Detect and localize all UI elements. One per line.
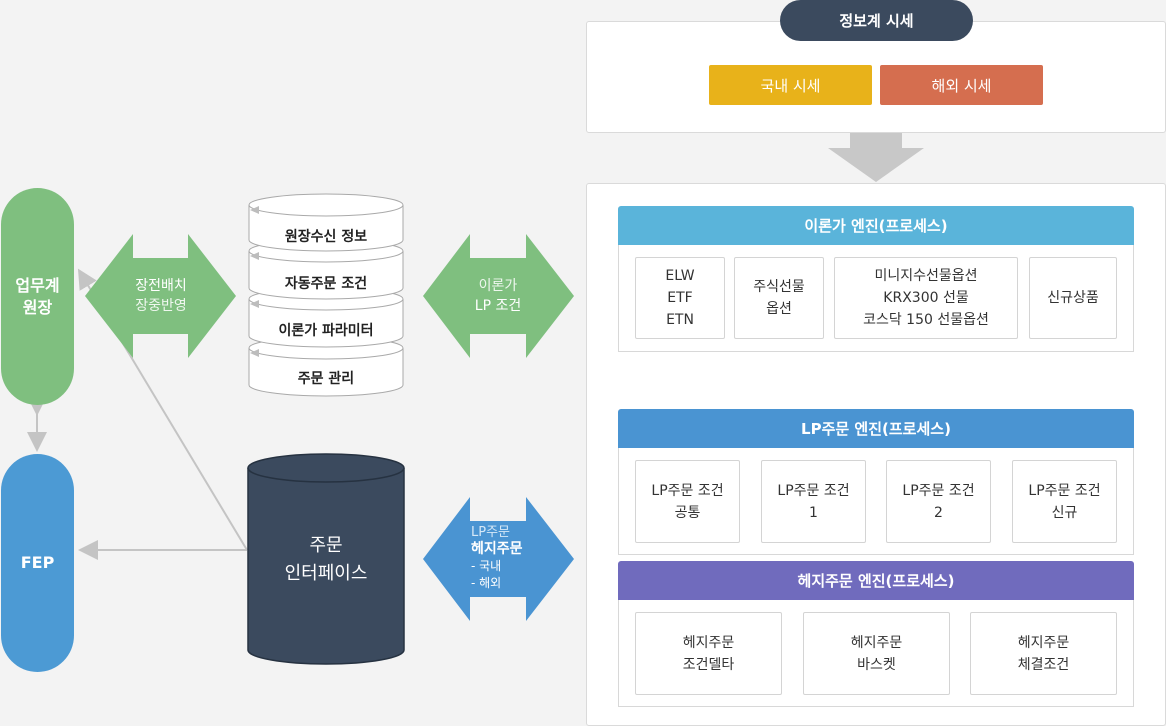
theory-box-index: 미니지수선물옵션 KRX300 선물 코스닥 150 선물옵션 [834, 257, 1018, 339]
lp-box-new-line-2: 신규 [1051, 504, 1078, 521]
fep-label: FEP [20, 553, 55, 572]
domestic-quote-box: 국내 시세 [709, 65, 872, 105]
theory-label-1: 이론가 [478, 278, 518, 294]
sync-label-1: 장전배치 [135, 278, 187, 294]
theory-box-index-line-1: 미니지수선물옵션 [874, 268, 978, 284]
theory-box-new-line-1: 신규상품 [1047, 290, 1099, 306]
lp-box-common-line-1: LP주문 조건 [651, 482, 724, 499]
info-system-title: 정보계 시세 [780, 0, 973, 41]
theory-box-stock-line-2: 옵션 [766, 301, 792, 317]
sync-arrow-label: 장전배치 장중반영 [122, 272, 200, 320]
work-desk-label-1: 업무계 [15, 275, 60, 295]
order-label-2: 헤지주문 [471, 541, 523, 557]
theory-box-elw: ELW ETF ETN [635, 257, 725, 339]
hedge-box-basket-line-2: 바스켓 [857, 656, 896, 673]
hedge-box-basket-line-1: 헤지주문 [850, 634, 903, 651]
overseas-quote-box: 해외 시세 [880, 65, 1043, 105]
down-arrow-1 [828, 133, 924, 182]
theory-box-index-line-2: KRX300 선물 [883, 290, 969, 306]
work-desk-label-2: 원장 [22, 297, 53, 317]
sync-double-arrow [85, 234, 236, 358]
order-double-arrow [423, 497, 574, 621]
hedge-box-basket: 헤지주문 바스켓 [803, 612, 950, 695]
db-item-1: 원장수신 정보 [284, 229, 368, 245]
order-interface-label-1: 주문 [309, 535, 343, 556]
order-label-4: - 해외 [471, 576, 502, 590]
theory-label-2: LP 조건 [474, 298, 522, 314]
db-item-3: 이론가 파라미터 [278, 323, 374, 339]
hedge-box-fill: 헤지주문 체결조건 [970, 612, 1117, 695]
db-stack-icon [248, 193, 404, 397]
lp-box-1: LP주문 조건 1 [761, 460, 866, 543]
lp-box-common-line-2: 공통 [674, 504, 701, 521]
theory-box-stock-futures: 주식선물 옵션 [734, 257, 824, 339]
hedge-box-delta-line-1: 헤지주문 [682, 634, 735, 651]
theory-box-index-line-3: 코스닥 150 선물옵션 [863, 312, 989, 328]
lp-engine-header: LP주문 엔진(프로세스) [618, 409, 1134, 448]
lp-box-2-line-1: LP주문 조건 [902, 482, 975, 499]
theory-double-arrow [423, 234, 574, 358]
lp-box-2-line-2: 2 [934, 504, 943, 521]
sync-label-2: 장중반영 [135, 298, 187, 314]
theory-box-elw-line-1: ELW [665, 268, 695, 284]
theory-box-stock-line-1: 주식선물 [753, 279, 805, 295]
db-item-4: 주문 관리 [297, 371, 355, 387]
theory-engine-header: 이론가 엔진(프로세스) [618, 206, 1134, 245]
theory-box-elw-line-3: ETN [666, 312, 694, 328]
hedge-engine-header: 헤지주문 엔진(프로세스) [618, 561, 1134, 600]
lp-box-common: LP주문 조건 공통 [635, 460, 740, 543]
lp-box-1-line-2: 1 [809, 504, 818, 521]
theory-arrow-label: 이론가 LP 조건 [458, 272, 538, 320]
order-interface-label-2: 인터페이스 [284, 563, 368, 584]
order-interface-label: 주문 인터페이스 [248, 528, 404, 592]
work-desk-pill: 업무계 원장 [1, 188, 74, 405]
fep-pill: FEP [1, 454, 74, 672]
hedge-box-delta-line-2: 조건델타 [682, 656, 735, 673]
theory-box-new: 신규상품 [1029, 257, 1117, 339]
lp-box-new-line-1: LP주문 조건 [1028, 482, 1101, 499]
lp-box-1-line-1: LP주문 조건 [777, 482, 850, 499]
order-interface-cylinder [247, 453, 405, 665]
lp-box-2: LP주문 조건 2 [886, 460, 991, 543]
hedge-box-fill-line-1: 헤지주문 [1017, 634, 1070, 651]
order-label-1: LP주문 [471, 525, 511, 540]
hedge-box-fill-line-2: 체결조건 [1017, 656, 1070, 673]
db-item-2: 자동주문 조건 [284, 276, 368, 292]
theory-box-elw-line-2: ETF [667, 290, 693, 306]
hedge-box-delta: 헤지주문 조건델타 [635, 612, 782, 695]
order-arrow-label: LP주문 헤지주문 - 국내 - 해외 [471, 524, 541, 592]
order-label-3: - 국내 [471, 559, 502, 573]
lp-box-new: LP주문 조건 신규 [1012, 460, 1117, 543]
